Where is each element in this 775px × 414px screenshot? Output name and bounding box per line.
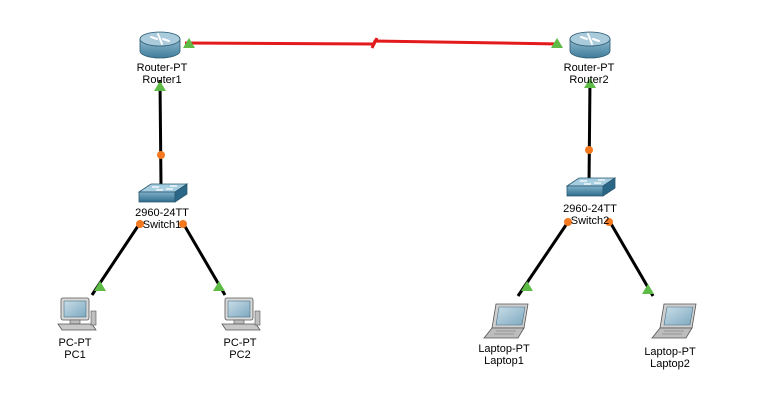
switch2-icon[interactable]: [565, 177, 617, 197]
laptop2-name: Laptop2: [650, 358, 690, 370]
switch1-name: Switch1: [142, 219, 182, 231]
switch2-model: 2960-24TT: [563, 203, 617, 215]
laptop2-label[interactable]: Laptop-PT Laptop2: [644, 346, 695, 370]
pc2-label[interactable]: PC-PT PC2: [224, 337, 257, 361]
link-up-indicator: [642, 284, 654, 294]
switch2-label[interactable]: 2960-24TT Switch2: [563, 203, 617, 227]
laptop1-icon[interactable]: [483, 303, 529, 339]
switch1-icon[interactable]: [137, 183, 189, 203]
pc1-model: PC-PT: [58, 337, 92, 349]
laptop2-model: Laptop-PT: [644, 346, 696, 358]
link-router2-switch2[interactable]: [587, 79, 592, 186]
link-up-indicator: [213, 281, 225, 291]
link-negotiating-indicator: [605, 218, 613, 226]
router1-name: Router1: [142, 74, 182, 86]
link-up-indicator: [521, 281, 533, 291]
link-up-indicator: [584, 78, 596, 88]
switch2-name: Switch2: [570, 215, 610, 227]
link-up-indicator: [183, 38, 195, 48]
router2-model: Router-PT: [563, 62, 615, 74]
laptop1-label[interactable]: Laptop-PT Laptop1: [478, 343, 529, 367]
router1-model: Router-PT: [136, 62, 188, 74]
laptop1-model: Laptop-PT: [478, 343, 530, 355]
pc1-label[interactable]: PC-PT PC1: [59, 337, 92, 361]
link-negotiating-indicator: [585, 146, 593, 154]
router1-icon[interactable]: [139, 31, 181, 59]
link-up-indicator: [94, 281, 106, 291]
link-switch2-laptop2[interactable]: [608, 221, 655, 297]
link-up-indicator: [154, 81, 166, 91]
pc1-name: PC1: [64, 349, 86, 361]
pc2-name: PC2: [229, 349, 251, 361]
pc2-model: PC-PT: [223, 337, 257, 349]
switch1-model: 2960-24TT: [135, 207, 189, 219]
link-router1-switch1[interactable]: [158, 79, 163, 186]
pc2-icon[interactable]: [221, 297, 261, 331]
link-negotiating-indicator: [564, 218, 572, 226]
link-negotiating-indicator: [157, 151, 165, 159]
laptop2-icon[interactable]: [651, 303, 697, 339]
link-negotiating-indicator: [136, 220, 144, 228]
router2-label[interactable]: Router-PT Router2: [564, 62, 615, 86]
laptop1-name: Laptop1: [484, 355, 524, 367]
router1-label[interactable]: Router-PT Router1: [137, 62, 188, 86]
router2-icon[interactable]: [569, 31, 611, 59]
link-up-indicator: [551, 38, 563, 48]
router2-name: Router2: [569, 74, 609, 86]
pc1-icon[interactable]: [57, 297, 97, 331]
switch1-label[interactable]: 2960-24TT Switch1: [135, 207, 189, 231]
serial-link-router1-router2[interactable]: [184, 37, 561, 49]
link-negotiating-indicator: [179, 220, 187, 228]
